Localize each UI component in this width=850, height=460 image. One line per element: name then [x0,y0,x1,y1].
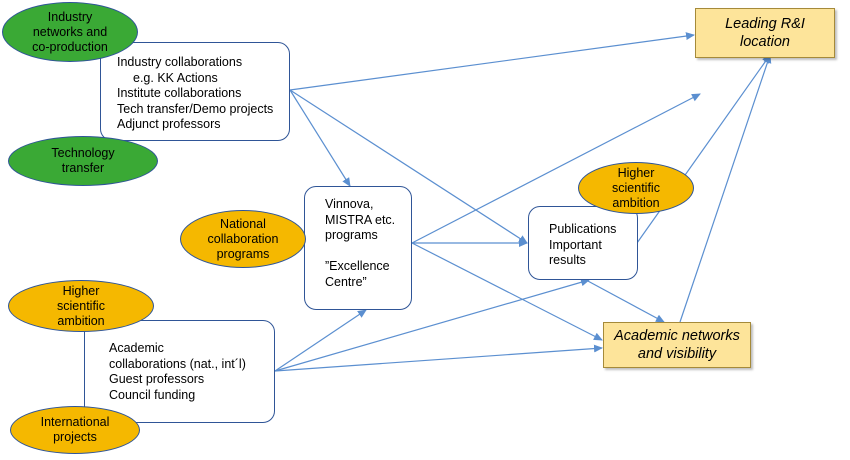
vinnova-programs-box: Vinnova, MISTRA etc. programs ”Excellenc… [304,186,412,310]
higher-ambition-right-ellipse: Higher scientific ambition [578,162,694,214]
box-line: Important [549,237,602,252]
industry-collaborations-box: Industry collaborations e.g. KK Actions … [100,42,290,141]
arrow-industry-to-leading [289,32,695,91]
box-line: Centre” [325,274,367,289]
arrow-academic-to-vinnova [274,309,367,372]
ellipse-line: co-production [32,39,108,54]
arrow-academic-to-publications [274,278,590,372]
ellipse-line: Technology [51,146,115,160]
box-line: Publications [549,222,617,236]
higher-ambition-left-ellipse: Higher scientific ambition [8,280,154,332]
ellipse-line: collaboration [207,231,279,246]
ellipse-line: National [220,216,266,231]
publications-box: Publications Important results [528,206,638,280]
arrow-networks-to-leading [679,54,772,323]
ellipse-line: ambition [612,195,660,210]
box-line: Guest professors [109,372,205,386]
target-line: location [740,34,790,50]
ellipse-line: programs [216,246,270,261]
target-line: Leading R&I [725,16,805,32]
industry-networks-ellipse: Industry networks and co-production [2,2,138,62]
arrow-publications-to-leading [636,54,771,244]
ellipse-line: scientific [57,298,105,313]
international-projects-ellipse: International projects [10,406,140,454]
box-line: Adjunct professors [117,117,221,131]
ellipse-line: networks and [32,24,108,39]
ellipse-line: transfer [61,161,105,175]
ellipse-line: Higher [617,165,655,180]
arrow-publications-to-networks [585,279,665,323]
ellipse-line: projects [53,430,97,444]
arrow-vinnova-to-leading [411,93,701,244]
box-line: collaborations (nat., int´l) [109,356,246,371]
ellipse-line: Industry [47,9,93,24]
box-line: Council funding [109,387,196,402]
arrow-vinnova-to-networks [411,242,603,341]
box-line: ”Excellence [325,259,390,273]
arrow-industry-to-vinnova [289,89,351,187]
ellipse-line: scientific [612,180,660,195]
box-line: Industry collaborations [117,55,243,69]
national-collaboration-ellipse: National collaboration programs [180,210,306,268]
technology-transfer-ellipse: Technology transfer [8,136,158,186]
target-line: Academic networks [614,328,740,344]
box-line: Academic [109,341,164,355]
box-line [325,244,411,260]
ellipse-line: ambition [57,313,105,328]
box-line: Tech transfer/Demo projects [117,101,274,116]
box-line: e.g. KK Actions [133,70,218,85]
academic-networks-visibility-box: Academic networks and visibility [603,322,751,368]
arrow-academic-to-networks [274,344,603,372]
leading-ri-location-box: Leading R&I location [695,8,835,58]
box-line: Institute collaborations [117,86,242,100]
box-line: results [549,253,586,267]
arrow-industry-to-publications [289,89,528,244]
academic-collaborations-box: Academic collaborations (nat., int´l) Gu… [84,320,275,423]
box-line: Vinnova, [325,197,374,211]
ellipse-line: Higher [62,283,100,298]
target-line: and visibility [637,346,717,362]
box-line: programs [325,228,378,242]
ellipse-line: International [40,415,110,429]
box-line: MISTRA etc. [325,212,396,227]
